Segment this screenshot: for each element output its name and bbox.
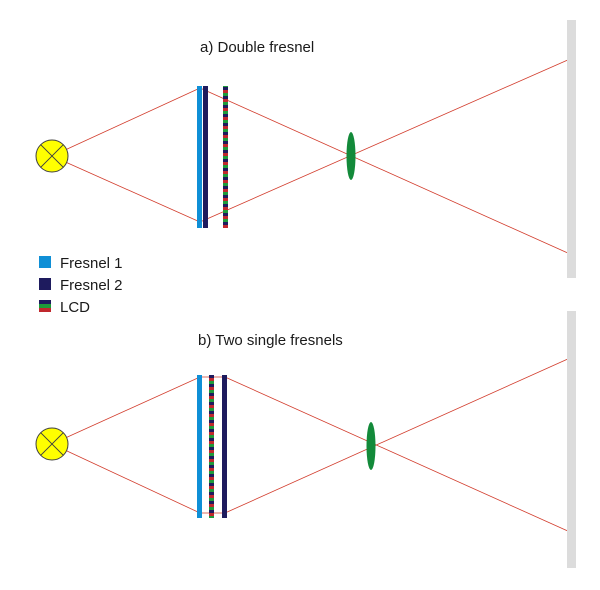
legend-item-lcd: LCD xyxy=(39,299,90,316)
diagram-a-lcd xyxy=(223,86,228,228)
legend-swatch-fresnel-1 xyxy=(39,256,51,268)
diagram-b-title: b) Two single fresnels xyxy=(198,332,343,349)
diagram-a-lens xyxy=(346,132,356,180)
diagram-b-rays xyxy=(51,357,571,533)
diagram-a-rays xyxy=(51,58,571,255)
legend-label-lcd: LCD xyxy=(60,299,90,316)
diagram-a-screen xyxy=(567,20,576,278)
diagram-b-lens xyxy=(366,422,376,470)
diagram-b-lamp-icon xyxy=(35,427,69,461)
diagram-a-title: a) Double fresnel xyxy=(200,39,314,56)
legend-item-fresnel-1: Fresnel 1 xyxy=(39,255,123,272)
legend-item-fresnel-2: Fresnel 2 xyxy=(39,277,123,294)
diagram-b-fresnel-1 xyxy=(197,375,202,518)
legend: Fresnel 1 Fresnel 2 LCD xyxy=(39,255,123,316)
diagram-a: a) Double fresnel xyxy=(35,20,576,278)
legend-label-fresnel-2: Fresnel 2 xyxy=(60,277,123,294)
diagram-b-lcd xyxy=(209,375,214,518)
legend-swatch-fresnel-2 xyxy=(39,278,51,290)
diagram-a-lamp-icon xyxy=(35,139,69,173)
diagram-b: b) Two single fresnels xyxy=(35,311,576,568)
diagram-a-fresnel-2 xyxy=(203,86,208,228)
diagram-b-fresnel-2 xyxy=(222,375,227,518)
legend-swatch-lcd xyxy=(39,300,51,312)
diagram-b-screen xyxy=(567,311,576,568)
diagram-a-fresnel-1 xyxy=(197,86,202,228)
legend-label-fresnel-1: Fresnel 1 xyxy=(60,255,123,272)
